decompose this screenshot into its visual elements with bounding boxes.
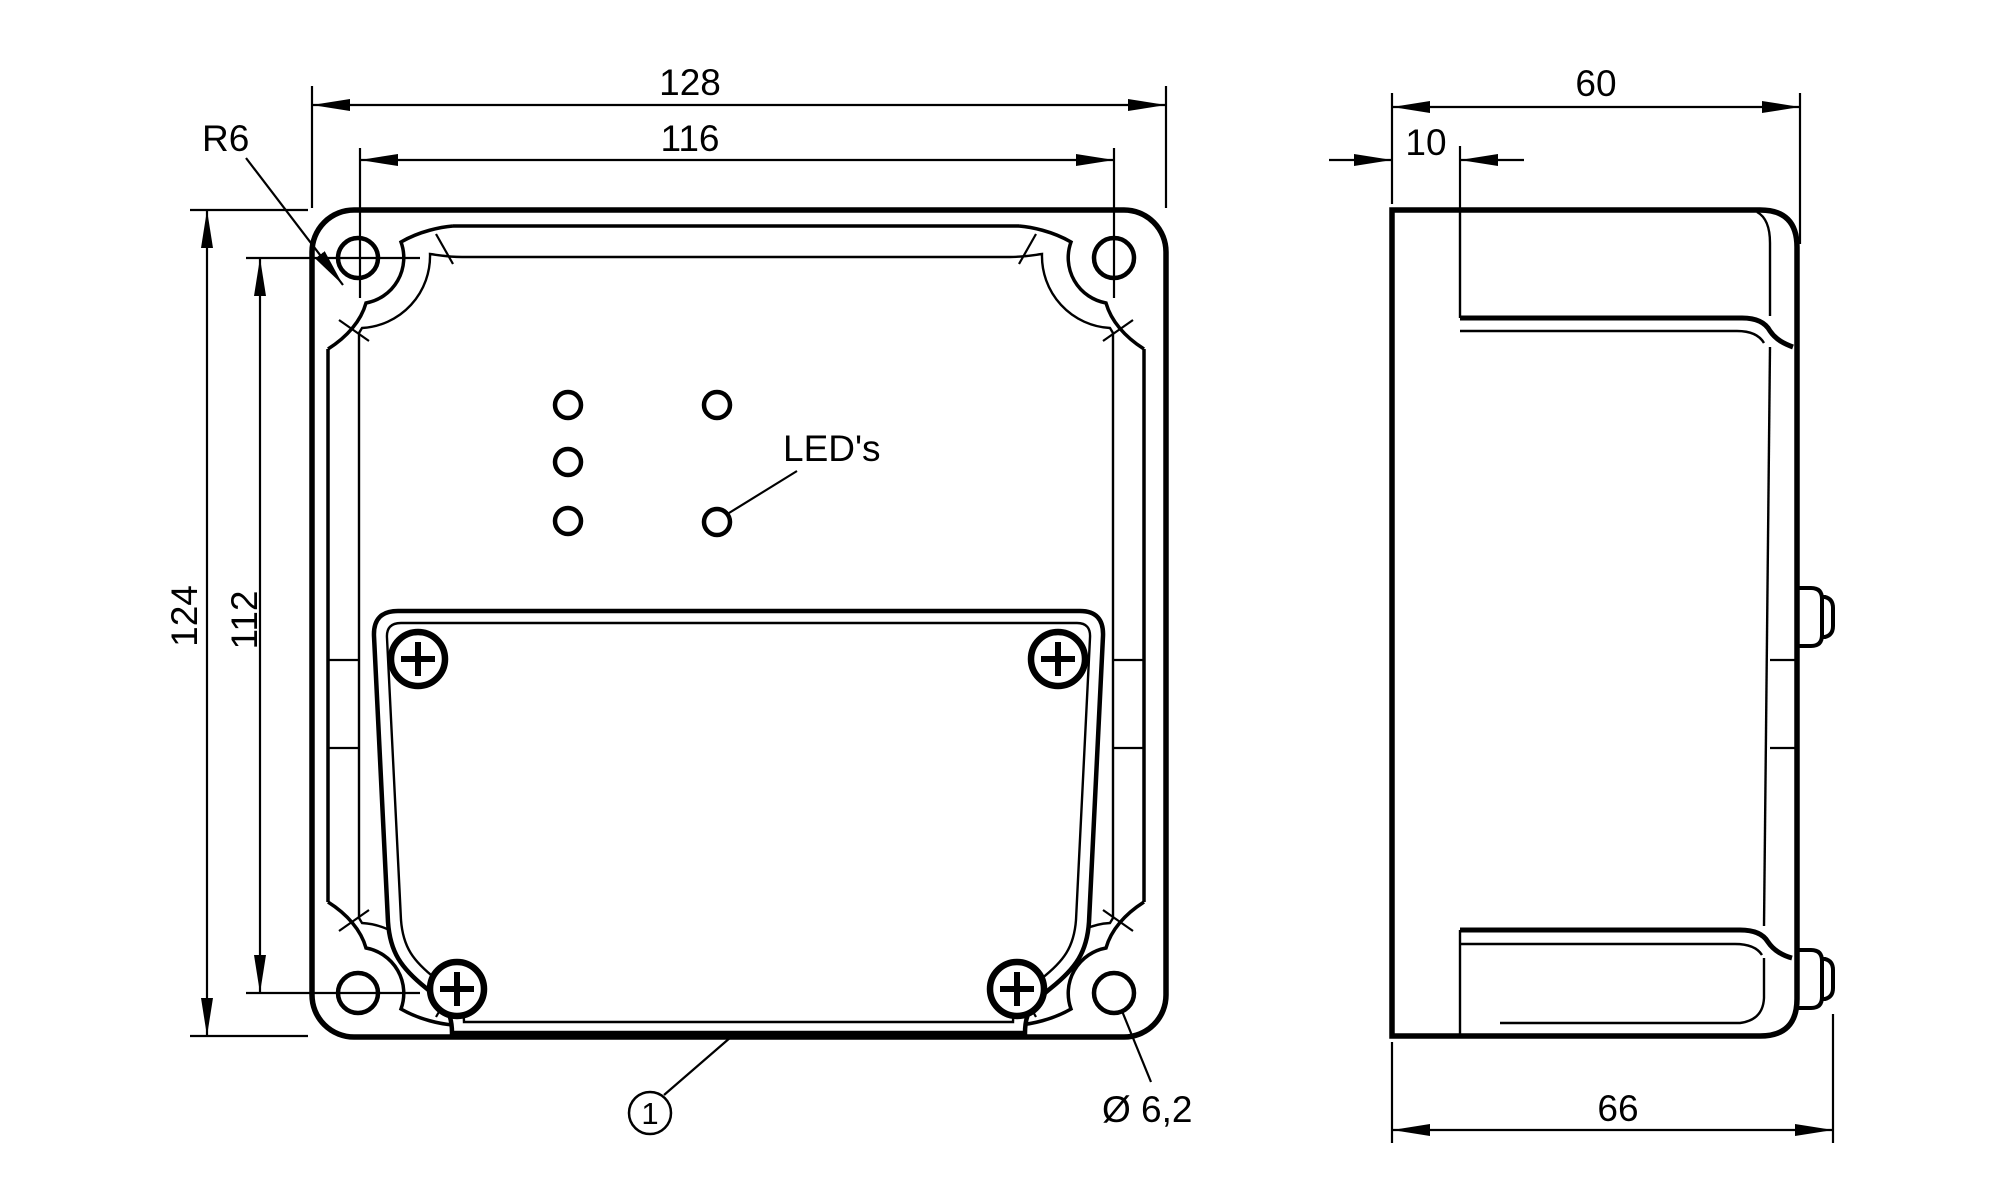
side-details — [1458, 210, 1797, 1036]
hole-diameter-label: Ø 6,2 — [1102, 1089, 1193, 1130]
callout-1-number: 1 — [641, 1096, 658, 1131]
led-label: LED's — [783, 428, 881, 469]
dim-label-60: 60 — [1575, 63, 1616, 104]
callout-1-leader-line — [663, 1036, 732, 1096]
led-holes — [552, 389, 733, 538]
panel-screw-bottom-right — [990, 962, 1044, 1016]
panel-screw-top-right — [1031, 632, 1085, 686]
dim-label-112: 112 — [224, 591, 265, 650]
side-body-outline — [1389, 207, 1800, 1039]
r6-leader-line — [245, 157, 344, 286]
panel-screw-top-left — [391, 632, 445, 686]
dimension-lines — [190, 86, 1835, 1143]
mounting-hole-bottom-right — [1091, 970, 1137, 1016]
panel-outer-edge — [371, 608, 1106, 1036]
led-hole — [552, 505, 584, 537]
dim-label-124: 124 — [164, 585, 205, 647]
dim-label-128: 128 — [659, 62, 721, 103]
hole-dia-leader-line — [1120, 1010, 1153, 1083]
led-leader-line — [728, 470, 798, 514]
callout-1-balloon — [627, 1090, 673, 1136]
side-view — [1389, 207, 1835, 1039]
panel-inner-edge — [385, 621, 1092, 1024]
front-view — [309, 207, 1169, 1040]
dim-label-66: 66 — [1597, 1088, 1638, 1129]
panel-screw-bottom-left — [430, 962, 484, 1016]
side-latch-tab-lower — [1795, 948, 1835, 1010]
side-latch-tab-upper — [1795, 586, 1835, 648]
dim-label-116: 116 — [661, 118, 720, 159]
led-hole — [552, 446, 584, 478]
labels: 128 116 124 112 R6 LED's Ø 6,2 1 60 10 6… — [164, 62, 1639, 1131]
led-hole — [552, 389, 584, 421]
dim-label-10: 10 — [1405, 122, 1446, 163]
led-hole — [701, 506, 733, 538]
terminal-cover-panel — [371, 608, 1106, 1036]
lid-rim-lines — [326, 224, 1146, 918]
led-hole — [701, 389, 733, 421]
corner-radius-label: R6 — [202, 118, 249, 159]
